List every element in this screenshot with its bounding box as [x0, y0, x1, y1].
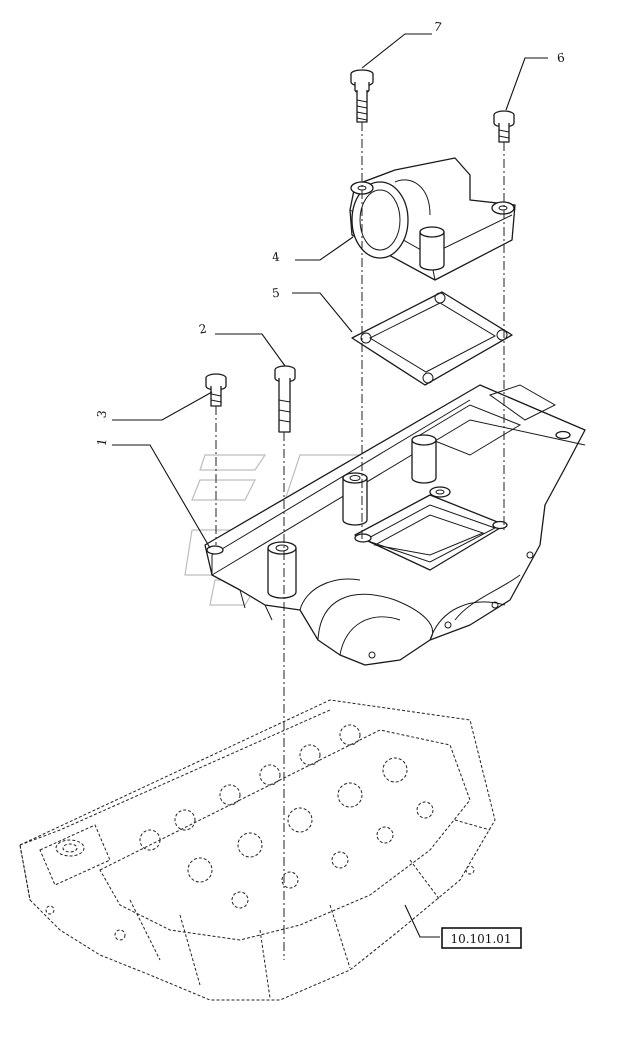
bolt-long-7 — [350, 69, 374, 123]
gasket — [351, 291, 513, 386]
callout-7: 7 — [433, 20, 443, 35]
callout-3: 3 — [94, 409, 109, 419]
inlet-elbow — [349, 157, 516, 281]
leader-lines — [112, 33, 548, 938]
cross-reference-label: 10.101.01 — [450, 932, 511, 946]
callout-5: 5 — [271, 286, 281, 301]
callout-2: 2 — [198, 321, 208, 336]
bolt-long-2 — [274, 365, 296, 433]
bolt-short-3 — [205, 373, 227, 407]
callout-6: 6 — [556, 50, 566, 65]
cross-reference-box: 10.101.01 — [441, 927, 522, 949]
callout-1: 1 — [94, 437, 109, 447]
cylinder-head-phantom — [19, 699, 496, 1001]
bolt-short-6 — [493, 110, 515, 143]
intake-manifold — [204, 384, 586, 666]
assembly-axes — [215, 122, 505, 960]
callout-4: 4 — [271, 250, 281, 265]
